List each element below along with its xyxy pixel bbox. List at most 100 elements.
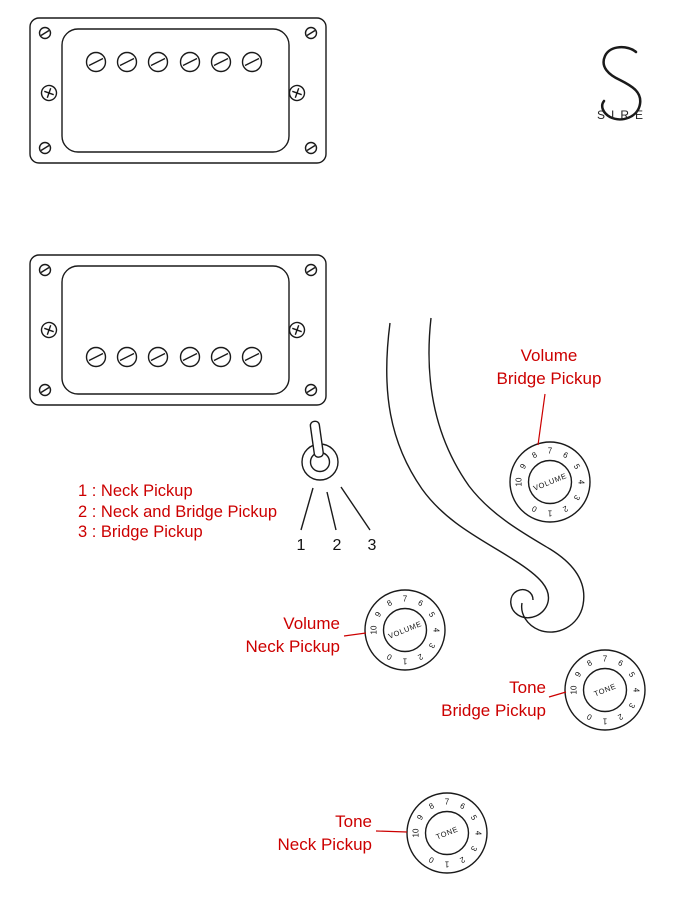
pole-slot	[119, 57, 135, 67]
pole-slot	[150, 57, 166, 67]
knob-scale-number: 9	[415, 813, 425, 822]
caption-line: Neck Pickup	[245, 637, 340, 656]
mount-screw	[38, 141, 52, 155]
caption-line: Tone	[335, 812, 372, 831]
switch-position-number: 1	[297, 537, 306, 554]
knob-scale-number: 10	[412, 828, 421, 837]
pole-slot	[182, 352, 198, 362]
pole-piece	[241, 346, 263, 368]
pole-slot	[213, 57, 229, 67]
bridge-pickup-drawing	[29, 254, 327, 406]
knob-dial-label: VOLUME	[387, 619, 423, 641]
knob-scale-number: 2	[616, 712, 625, 722]
pole-piece	[241, 51, 263, 73]
screw-slot	[306, 29, 316, 37]
height-adjust-screw	[40, 321, 58, 339]
switch-position-pointer	[300, 487, 314, 531]
screw-slot	[306, 266, 316, 274]
pole-piece	[85, 346, 107, 368]
pickup-frame	[29, 254, 327, 406]
switch-lever	[309, 420, 324, 458]
knob-scale-number: 0	[427, 855, 436, 865]
knob-scale-number: 0	[385, 652, 394, 662]
pole-slot	[244, 57, 260, 67]
screw-slot	[306, 144, 316, 152]
knob-scale-number: 3	[469, 844, 479, 853]
knob-caption-tone-neck: Tone Neck Pickup	[212, 810, 372, 856]
caption-line: Volume	[283, 614, 340, 633]
pickup-frame	[29, 17, 327, 164]
pole-piece	[147, 51, 169, 73]
knob-cap	[527, 459, 573, 505]
knob-scale-number: 8	[427, 801, 436, 811]
knob-dial-label: VOLUME	[532, 471, 568, 493]
knob-cap	[582, 667, 628, 713]
pole-slot	[119, 352, 135, 362]
caption-line: Bridge Pickup	[441, 701, 546, 720]
legend-line-2: 2 : Neck and Bridge Pickup	[78, 502, 278, 521]
pole-slot	[88, 352, 104, 362]
screw-slot	[40, 144, 50, 152]
knob-scale-number: 10	[570, 685, 579, 694]
pickup-bobbin	[61, 265, 290, 395]
knob-scale-number: 3	[572, 493, 582, 502]
knob-scale-number: 0	[585, 712, 594, 722]
caption-line: Neck Pickup	[277, 835, 372, 854]
caption-line: Bridge Pickup	[496, 369, 602, 388]
knob-scale-number: 5	[627, 670, 637, 679]
knob-rim	[564, 649, 646, 731]
knob-scale-number: 5	[572, 462, 582, 471]
knob-rim	[509, 441, 591, 523]
switch-position-number: 2	[333, 537, 342, 554]
pole-piece	[116, 51, 138, 73]
knob-scale-number: 7	[403, 595, 408, 604]
legend-line-1: 1 : Neck Pickup	[78, 482, 193, 500]
switch-position-pointer	[326, 491, 337, 531]
knob-scale-number: 10	[515, 477, 524, 486]
caption-line: Volume	[520, 346, 578, 365]
switch-position-pointer	[340, 486, 371, 531]
mount-screw	[38, 263, 52, 277]
caption-line: Tone	[509, 678, 546, 697]
pickguard-outline	[386, 317, 585, 633]
knob-scale-number: 6	[616, 658, 625, 668]
knob-scale-number: 6	[416, 598, 425, 608]
pole-slot	[244, 352, 260, 362]
knob-scale-number: 8	[530, 450, 539, 460]
knob-rim	[364, 589, 446, 671]
knob-scale-number: 1	[402, 657, 407, 666]
pole-slot	[88, 57, 104, 67]
pole-slot	[150, 352, 166, 362]
knob-scale-number: 9	[518, 462, 528, 471]
knob-scale-number: 2	[416, 652, 425, 662]
knob-scale-number: 7	[603, 655, 608, 664]
pole-piece	[210, 346, 232, 368]
knob-dial-label: TONE	[593, 681, 618, 698]
caption-pointers	[343, 393, 567, 833]
knob-scale-number: 4	[432, 628, 441, 633]
knob-scale-number: 1	[602, 717, 607, 726]
mount-screw	[304, 263, 318, 277]
knob-scale-number: 6	[458, 801, 467, 811]
knob-scale-number: 4	[474, 831, 483, 836]
knob-scale-number: 9	[573, 670, 583, 679]
mount-screw	[304, 26, 318, 40]
pole-piece	[85, 51, 107, 73]
knob-scale-number: 4	[577, 480, 586, 485]
knob-scale-number: 1	[444, 860, 449, 869]
screw-slot	[40, 29, 50, 37]
knob-dial-label: TONE	[435, 824, 460, 841]
pole-piece	[179, 346, 201, 368]
knob-scale-number: 3	[627, 701, 637, 710]
knob-scale-number: 7	[548, 447, 553, 456]
legend-line-3: 3 : Bridge Pickup	[78, 523, 203, 541]
knob-scale-number: 8	[585, 658, 594, 668]
knob-scale-number: 5	[427, 610, 437, 619]
